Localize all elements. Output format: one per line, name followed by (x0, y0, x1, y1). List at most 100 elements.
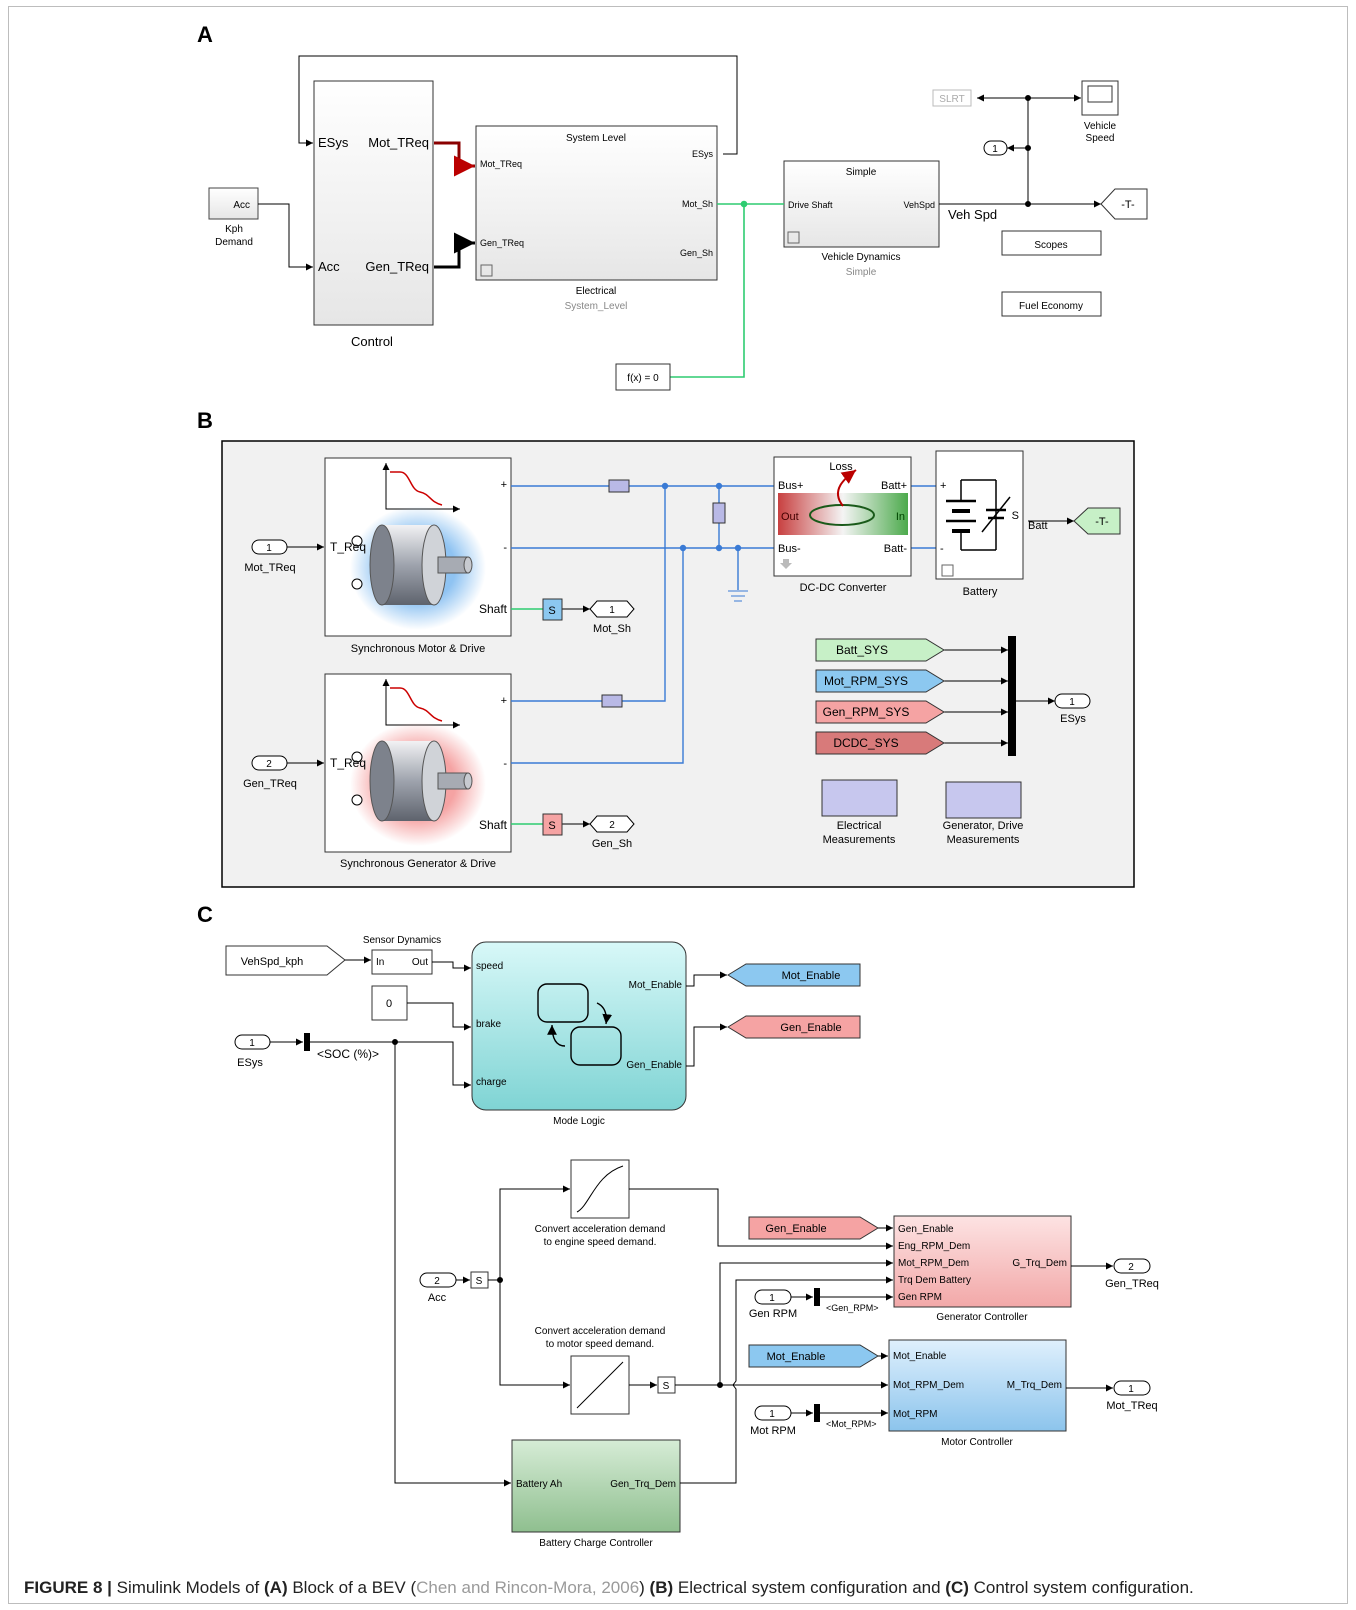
genctrl-p3: Mot_RPM_Dem (898, 1258, 969, 1269)
panel-b-electrical-wires (511, 482, 936, 764)
generator-minus-port: - (503, 758, 507, 770)
outport-gen-treq[interactable] (1113, 1258, 1151, 1274)
dcdc-in: In (896, 511, 905, 523)
electrical-block[interactable] (475, 125, 718, 281)
conn-port-gen-sh[interactable] (589, 815, 635, 833)
outport-esys-name: ESys (1060, 713, 1086, 725)
battery-block[interactable] (935, 450, 1024, 580)
from-mot-enable-label: Mot_Enable (767, 1351, 826, 1363)
meas1-line2: Measurements (823, 834, 896, 846)
caption-t5: Control system configuration. (968, 1578, 1194, 1597)
inport-esys-c-name: ESys (237, 1057, 263, 1069)
caption-citation-link[interactable]: Chen and Rincon-Mora, 2006 (416, 1578, 640, 1597)
outport-esys-num: 1 (1069, 697, 1075, 708)
inport-acc-num: 2 (434, 1276, 440, 1287)
lut-engine-speed[interactable] (570, 1159, 630, 1219)
generator-controller-block[interactable] (893, 1215, 1072, 1308)
bus-selector-gen-rpm[interactable] (814, 1288, 820, 1306)
fuel-economy-block[interactable] (1001, 291, 1102, 317)
outport-mot-treq[interactable] (1113, 1380, 1151, 1396)
electrical-measurements-block[interactable] (821, 779, 898, 817)
motctrl-p2: Mot_RPM_Dem (893, 1380, 964, 1391)
sensor-dynamics-title: Sensor Dynamics (363, 935, 441, 946)
meas1-line1: Electrical (837, 820, 882, 832)
outport-1-block[interactable] (983, 140, 1008, 156)
constant-zero-block[interactable] (371, 985, 408, 1021)
motor-controller-block[interactable] (888, 1339, 1067, 1432)
genctrl-p1: Gen_Enable (898, 1224, 954, 1235)
battery-icon-sub (941, 564, 954, 577)
outport-gen-treq-num: 2 (1128, 1262, 1134, 1273)
outport-mot-treq-num: 1 (1128, 1384, 1134, 1395)
motor-speed-sensor[interactable] (542, 598, 563, 621)
vehicle-dynamics-block[interactable] (783, 160, 940, 248)
mode-logic-name: Mode Logic (553, 1116, 605, 1127)
vehicle-sub: Simple (846, 267, 877, 278)
goto-t-panel-b-label: -T- (1095, 516, 1109, 528)
from-dcdc-sys[interactable] (815, 731, 945, 755)
ground-icon (728, 590, 748, 602)
control-name: Control (351, 334, 393, 349)
bus-selector-mot-rpm[interactable] (814, 1404, 820, 1422)
bus-selector-soc[interactable] (304, 1033, 310, 1051)
conn-port-mot-sh[interactable] (589, 600, 635, 618)
outport-mot-treq-name: Mot_TReq (1106, 1400, 1157, 1412)
solver-config-block[interactable] (615, 363, 671, 391)
motor-speed-sensor-label: S (548, 605, 555, 617)
goto-gen-enable[interactable] (727, 1015, 861, 1039)
kph-in-label: Acc (233, 200, 250, 211)
voltage-sensor[interactable] (712, 502, 726, 524)
mode-charge: charge (476, 1077, 507, 1088)
goto-mot-enable-label: Mot_Enable (782, 970, 841, 982)
scopes-block[interactable] (1001, 230, 1102, 256)
battctrl-in: Battery Ah (516, 1479, 562, 1490)
genctrl-p2: Eng_RPM_Dem (898, 1241, 970, 1252)
sensor-out: Out (412, 957, 428, 968)
inport-acc-name: Acc (428, 1292, 447, 1304)
vehicle-name: Vehicle Dynamics (822, 252, 901, 263)
caption-t1: Simulink Models of (111, 1578, 265, 1597)
goto-t-panel-b[interactable] (1073, 507, 1121, 535)
current-sensor-generator[interactable] (601, 694, 623, 708)
mode-gen-en: Gen_Enable (626, 1060, 682, 1071)
kph-name-line2: Demand (215, 237, 253, 248)
outport-esys[interactable] (1054, 693, 1091, 709)
dcdc-out: Out (781, 511, 799, 523)
from-gen-enable[interactable] (748, 1216, 879, 1240)
bus-creator[interactable] (1008, 636, 1016, 756)
inport-2-num: 2 (266, 759, 272, 770)
generator-speed-sensor[interactable] (542, 813, 563, 836)
control-block[interactable] (313, 80, 434, 326)
from-mot-enable[interactable] (748, 1344, 879, 1368)
gen-rpm-sel: <Gen_RPM> (826, 1303, 879, 1313)
kph-demand-block[interactable] (208, 187, 259, 220)
dcdc-busp: Bus+ (778, 480, 803, 492)
panel-label-b: B (197, 408, 213, 433)
motctrl-p1: Mot_Enable (893, 1351, 947, 1362)
from-vehspd-kph[interactable] (225, 945, 346, 976)
scope-name-line1: Vehicle (1084, 121, 1117, 132)
scopes-label: Scopes (1034, 240, 1067, 251)
generator-drive-measurements-block[interactable] (945, 781, 1022, 819)
from-mot-rpm-sys[interactable] (815, 669, 945, 693)
electrical-out-gen: Gen_Sh (680, 248, 713, 258)
mode-logic-chart[interactable] (471, 941, 687, 1111)
dcdc-gradient-icon (778, 493, 908, 535)
current-sensor-motor[interactable] (608, 479, 630, 493)
caption-t2: Block of a BEV ( (287, 1578, 417, 1597)
lut2-line1: Convert acceleration demand (535, 1326, 666, 1337)
goto-mot-enable[interactable] (727, 963, 861, 987)
simulink-diagram: A Acc Kph Demand ESys Mot_TReq Acc Gen_T… (197, 22, 1159, 1549)
mode-brake: brake (476, 1019, 501, 1030)
from-dcdc-sys-label: DCDC_SYS (833, 736, 898, 750)
genctrl-p5: Gen RPM (898, 1292, 942, 1303)
from-gen-rpm-sys[interactable] (815, 700, 945, 724)
from-batt-sys[interactable] (815, 638, 945, 662)
slrt-block[interactable] (932, 89, 972, 107)
battery-charge-controller-block[interactable] (511, 1439, 681, 1533)
dcdc-name: DC-DC Converter (800, 582, 887, 594)
goto-t-block[interactable] (1100, 188, 1148, 220)
panel-label-c: C (197, 902, 213, 927)
mode-speed: speed (476, 961, 503, 972)
motor-icon (350, 506, 486, 630)
